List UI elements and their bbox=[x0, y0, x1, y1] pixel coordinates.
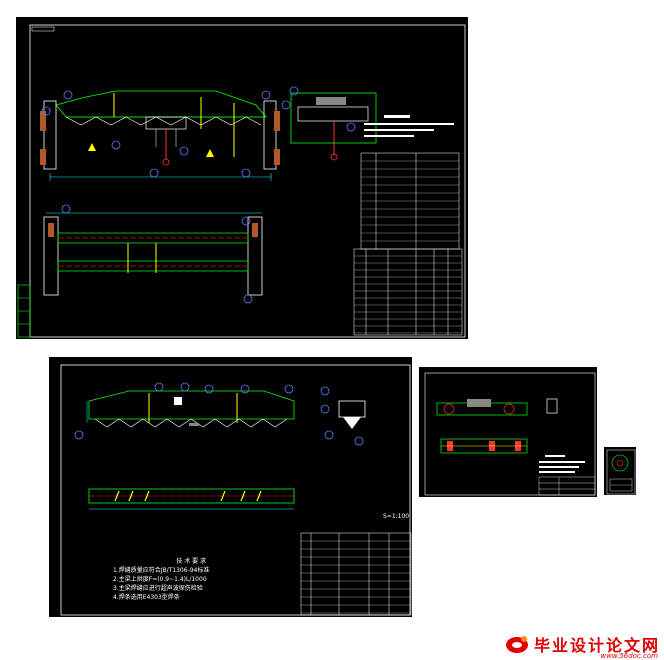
note-item: 4.焊条选用E4303型焊条 bbox=[113, 594, 180, 601]
trolley-top-view bbox=[440, 438, 528, 454]
detail-sheet bbox=[603, 446, 637, 496]
trolley-drawing bbox=[424, 372, 596, 496]
main-assembly-sheet bbox=[15, 16, 469, 340]
note-item: 2.主梁上拱度F=(0.9~1.4)L/1000 bbox=[113, 576, 207, 583]
girder-top-view bbox=[88, 488, 295, 510]
crane-top-view bbox=[43, 204, 263, 304]
watermark-title: 毕业设计论文网 bbox=[533, 636, 660, 655]
watermark-logo-icon bbox=[505, 636, 528, 653]
trolley-front-view bbox=[436, 398, 558, 416]
trolley-title-block bbox=[538, 476, 596, 496]
girder-parts-table bbox=[300, 532, 412, 616]
trolley-notes bbox=[539, 455, 585, 473]
watermark-url: www.56doc.com bbox=[600, 652, 658, 660]
detail-drawing bbox=[606, 449, 636, 495]
main-assembly-drawing bbox=[17, 24, 466, 338]
technical-requirements-title: 技 术 要 求 bbox=[176, 558, 207, 565]
site-watermark: 毕业设计论文网 www.56doc.com bbox=[504, 632, 660, 660]
girder-section-view bbox=[320, 386, 366, 446]
crane-side-view bbox=[289, 86, 377, 161]
girder-front-view bbox=[74, 382, 295, 440]
technical-requirements: 技 术 要 求 1.焊缝质量应符合JB/T1306-94标准 2.主梁上拱度F=… bbox=[113, 557, 209, 602]
note-item: 1.焊缝质量应符合JB/T1306-94标准 bbox=[113, 567, 210, 574]
parts-list-table bbox=[353, 248, 463, 336]
main-assembly-notes bbox=[364, 115, 454, 137]
trolley-sheet bbox=[418, 366, 598, 498]
bridge-girder-drawing: S=1:100 bbox=[60, 364, 412, 616]
bridge-girder-sheet: S=1:100 技 术 要 求 1.焊缝质量应符合JB/T1306-94标准 2… bbox=[48, 356, 413, 618]
crane-front-view bbox=[40, 90, 291, 181]
note-item: 3.主梁焊缝应进行超声波探伤检验 bbox=[113, 585, 203, 592]
scale-label: S=1:100 bbox=[383, 513, 409, 520]
